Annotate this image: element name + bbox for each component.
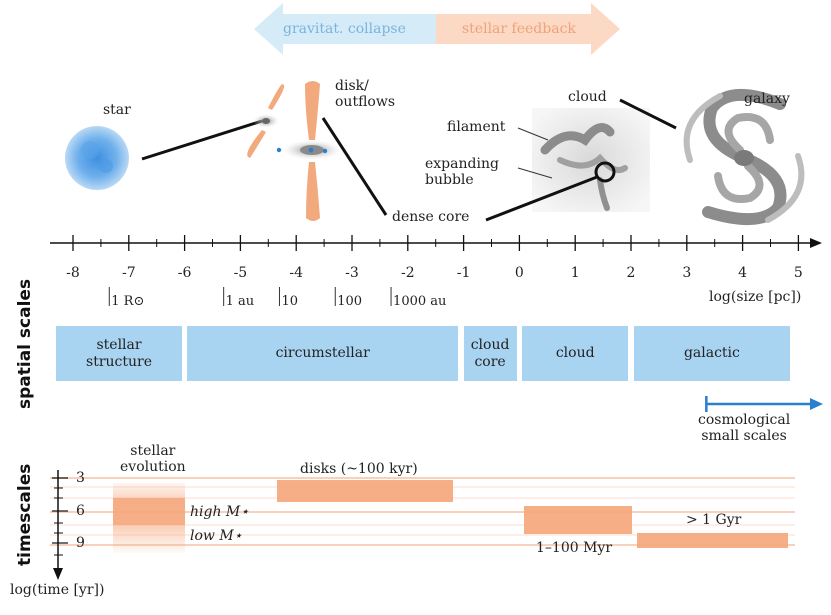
size-axis-arrowhead xyxy=(810,238,822,248)
star-label: star xyxy=(103,102,131,118)
stellar-feedback-label: stellar feedback xyxy=(462,21,576,37)
size-axis-tick-label: 4 xyxy=(738,265,748,281)
expanding-bubble-label: expanding bubble xyxy=(425,156,499,189)
stellar-evolution-label: stellar evolution xyxy=(120,443,186,476)
stellar-feedback-arrow xyxy=(436,3,620,55)
gyr-label: > 1 Gyr xyxy=(686,512,742,528)
size-axis-tick-label: 0 xyxy=(514,265,524,281)
reference-scale-ticks xyxy=(108,287,392,306)
spatial-scale-box-label: cloud core xyxy=(470,336,510,370)
reference-scale-label: 1000 au xyxy=(393,294,447,309)
timescales-title: timescales xyxy=(15,463,35,566)
protostar-disk-outflow xyxy=(276,81,342,221)
size-axis xyxy=(50,235,822,251)
size-axis-tick-label: -6 xyxy=(177,265,192,281)
gravitational-collapse-arrow xyxy=(254,3,436,55)
protostar-disk-small xyxy=(247,84,285,158)
cloud-connector xyxy=(619,98,677,130)
spatial-scale-box: stellar structure xyxy=(56,326,182,381)
disk-outflows-label: disk/ outflows xyxy=(335,78,396,111)
filament-label: filament xyxy=(447,119,506,135)
bubble-pointer xyxy=(517,167,553,179)
dense-core-label: dense core xyxy=(392,209,470,225)
size-axis-tick-label: -1 xyxy=(456,265,471,281)
size-axis-label: log(size [pc]) xyxy=(709,289,802,305)
reference-scale-label: 10 xyxy=(281,294,298,309)
filament-pointer xyxy=(517,127,549,141)
gravitational-collapse-label: gravitat. collapse xyxy=(283,21,406,37)
size-axis-tick-label: -3 xyxy=(345,265,359,281)
star-illustration xyxy=(65,126,129,190)
gyr-band xyxy=(637,533,788,548)
cosmological-arrowhead xyxy=(810,398,823,410)
cloud-label: cloud xyxy=(568,89,607,105)
reference-scale-label: 1 R⊙ xyxy=(111,294,145,309)
galaxy-illustration xyxy=(683,88,805,226)
collapse-feedback-arrow xyxy=(254,3,620,55)
spatial-scale-box-label: circumstellar xyxy=(275,345,370,362)
myr-band xyxy=(524,506,632,534)
size-axis-tick-label: 3 xyxy=(682,265,692,281)
cosmological-label: cosmological small scales xyxy=(698,412,791,445)
size-axis-tick-label: 1 xyxy=(570,265,580,281)
disks-label: disks (~100 kyr) xyxy=(300,461,418,477)
spatial-scales-title: spatial scales xyxy=(15,278,35,409)
low-mass-label: low M⋆ xyxy=(190,528,243,544)
time-tick-9: 9 xyxy=(76,535,85,551)
spatial-scale-box-label: stellar structure xyxy=(86,336,153,370)
star-connector xyxy=(141,119,263,161)
spatial-scale-box: circumstellar xyxy=(187,326,458,381)
size-axis-tick-label: -5 xyxy=(233,265,248,281)
time-tick-6: 6 xyxy=(76,503,85,519)
cosmological-arrow xyxy=(705,396,823,412)
size-axis-tick-label: -8 xyxy=(66,265,80,281)
galaxy-label: galaxy xyxy=(744,91,790,107)
size-axis-tick-label: -2 xyxy=(400,265,415,281)
timescale-panel xyxy=(50,470,795,580)
spatial-scale-box-label: galactic xyxy=(683,345,740,362)
high-mass-band xyxy=(113,498,185,525)
reference-scale-label: 1 au xyxy=(225,294,255,309)
dense-core-connector xyxy=(485,175,598,222)
spatial-scale-box-label: cloud xyxy=(555,345,595,362)
size-axis-tick-label: -7 xyxy=(121,265,136,281)
reference-scale-label: 100 xyxy=(337,294,363,309)
size-axis-tick-label: 2 xyxy=(626,265,636,281)
stellar-evolution-top-band xyxy=(113,483,185,498)
low-mass-band xyxy=(113,525,185,553)
spatial-scale-box: galactic xyxy=(633,326,791,381)
high-mass-label: high M⋆ xyxy=(190,504,250,520)
disk-connector xyxy=(321,117,388,216)
time-tick-3: 3 xyxy=(76,470,85,486)
time-axis-label: log(time [yr]) xyxy=(10,582,105,598)
disks-band xyxy=(277,480,453,502)
spatial-scale-box: cloud core xyxy=(463,326,517,381)
size-axis-tick-label: -4 xyxy=(289,265,304,281)
time-axis-arrowhead xyxy=(53,568,63,580)
size-axis-tick-label: 5 xyxy=(793,265,803,281)
myr-label: 1–100 Myr xyxy=(536,540,613,556)
spatial-scale-box: cloud xyxy=(522,326,629,381)
